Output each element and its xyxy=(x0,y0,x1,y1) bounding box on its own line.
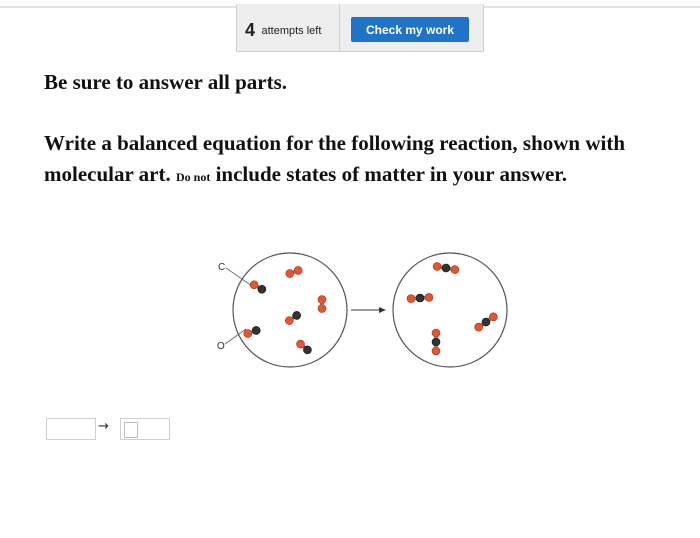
reactant-circle xyxy=(232,252,348,368)
question-small-note: Do not xyxy=(176,170,211,184)
co2-molecule xyxy=(407,293,433,303)
equation-arrow: → xyxy=(98,419,109,434)
reactant-input[interactable] xyxy=(46,418,96,440)
question-text: Write a balanced equation for the follow… xyxy=(44,128,684,193)
instruction-text: Be sure to answer all parts. xyxy=(44,70,288,94)
attempts-count: 4 xyxy=(245,20,256,40)
molecular-art-svg: C O xyxy=(217,252,508,368)
product-circle xyxy=(392,252,508,368)
carbon-leader-line xyxy=(225,267,253,287)
attempts-indicator: 4 attempts left xyxy=(245,20,321,41)
attempts-label: attempts left xyxy=(261,24,322,37)
molecular-art: C O xyxy=(208,250,518,375)
assessment-toolbar: 4 attempts left Check my work xyxy=(236,4,484,52)
product-input[interactable] xyxy=(120,418,170,440)
oxygen-leader-line xyxy=(224,328,247,345)
oxygen-label: O xyxy=(217,341,225,352)
co2-molecule xyxy=(432,329,440,355)
carbon-label: C xyxy=(218,262,225,273)
question-part1: Write a balanced equation for the follow… xyxy=(44,131,626,186)
toolbar-divider xyxy=(339,4,340,52)
reaction-arrowhead xyxy=(379,307,386,313)
product-input-cursor-box xyxy=(124,422,138,438)
answer-equation: → xyxy=(46,418,176,440)
check-my-work-button[interactable]: Check my work xyxy=(351,17,469,42)
question-part2: include states of matter in your answer. xyxy=(215,162,567,186)
